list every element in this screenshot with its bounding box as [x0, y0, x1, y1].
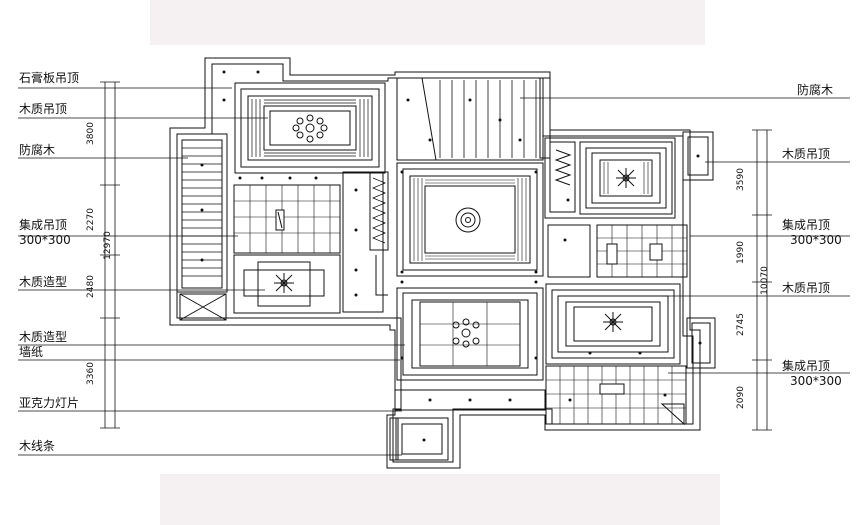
- left-balcony-slats: [182, 147, 222, 277]
- dim-left-1: 3800: [85, 122, 96, 145]
- bedroom-1-lamp: [292, 114, 328, 143]
- corridor: [342, 171, 384, 313]
- wood-feature-room: [233, 254, 341, 314]
- bedroom-2: [544, 137, 676, 219]
- light-dots: [200, 70, 702, 442]
- label-integrated-ceiling-left: 集成吊顶: [19, 218, 68, 232]
- dim-left-total: 12970: [102, 231, 113, 260]
- dim-right-3: 2745: [735, 313, 746, 336]
- bottom-watermark-band: [160, 474, 720, 525]
- label-tile-size-right-2: 300*300: [790, 374, 842, 388]
- dining-lamp: [452, 318, 480, 348]
- living-room: [396, 162, 544, 277]
- dim-right-2: 1990: [735, 241, 746, 264]
- label-wallpaper: 墙纸: [19, 345, 44, 359]
- living-room-lamp: [455, 207, 481, 233]
- outer-wall-outline: [169, 57, 701, 469]
- dim-right-1: 3590: [735, 168, 746, 191]
- label-integrated-ceiling-right-1: 集成吊顶: [782, 218, 831, 232]
- left-dimension-bar: [100, 81, 120, 429]
- left-cross-box: [179, 293, 227, 321]
- left-leaders: [18, 87, 405, 456]
- label-gypsum-ceiling: 石膏板吊顶: [19, 71, 80, 85]
- right-leaders: [520, 97, 850, 374]
- top-watermark-band: [150, 0, 705, 45]
- label-tile-size-left: 300*300: [19, 233, 71, 247]
- bedroom-2-lamp: [616, 168, 636, 188]
- corridor-zigzag: [371, 177, 387, 244]
- right-window-1: [682, 131, 714, 181]
- label-wood-ceiling-right-2: 木质吊顶: [782, 281, 831, 295]
- label-wood-ceiling-right-1: 木质吊顶: [782, 147, 831, 161]
- top-balcony: [396, 77, 544, 161]
- left-balcony: [176, 133, 228, 293]
- entry-box: [395, 417, 449, 461]
- dim-left-4: 3360: [85, 362, 96, 385]
- dining-room: [396, 287, 544, 381]
- label-tile-size-right-1: 300*300: [790, 233, 842, 247]
- wood-feature-lamp: [274, 273, 294, 293]
- label-preserved-wood-left: 防腐木: [19, 143, 56, 157]
- label-integrated-ceiling-right-2: 集成吊顶: [782, 359, 831, 373]
- bedroom-1: [234, 82, 386, 174]
- label-preserved-wood-right: 防腐木: [797, 83, 834, 97]
- dim-right-total: 10070: [759, 266, 770, 295]
- dim-right-4: 2090: [735, 386, 746, 409]
- bathroom-1: [233, 184, 341, 254]
- right-dimension-bar: [752, 129, 772, 431]
- label-wood-trim: 木线条: [19, 439, 56, 453]
- dim-left-3: 2480: [85, 275, 96, 298]
- label-wood-feature-2: 木质造型: [19, 330, 68, 344]
- bedroom-3: [545, 283, 681, 365]
- label-wood-feature-1: 木质造型: [19, 275, 68, 289]
- label-acrylic-light: 亚克力灯片: [19, 396, 80, 410]
- bedroom-3-lamp: [603, 312, 623, 332]
- dim-left-2: 2270: [85, 208, 96, 231]
- right-window-2: [686, 317, 716, 369]
- label-wood-ceiling-left: 木质吊顶: [19, 102, 68, 116]
